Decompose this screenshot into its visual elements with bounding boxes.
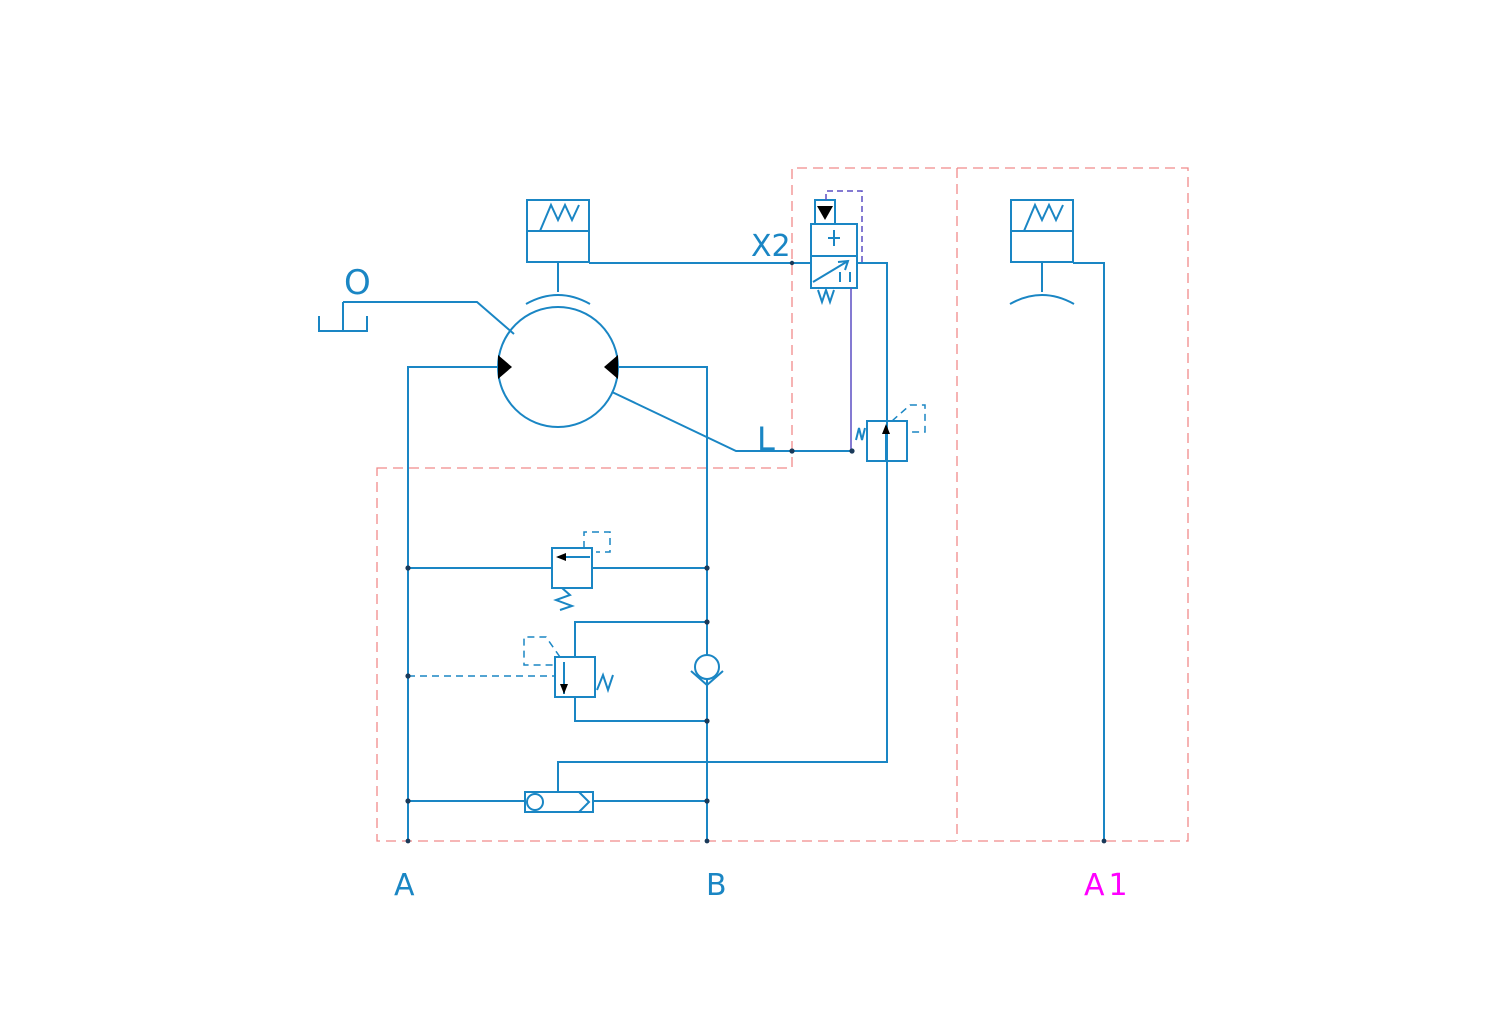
- port-b-label: B: [706, 868, 727, 903]
- motor-brake-icon: [525, 199, 591, 305]
- brake-spring-icon: [1009, 199, 1105, 841]
- leak-line: L: [611, 391, 852, 458]
- shuttle-valve-icon: [408, 791, 707, 813]
- port-a1-label: A1: [1084, 868, 1132, 903]
- main-lines: [407, 366, 708, 841]
- pressure-reducing-valve-icon: [408, 621, 707, 722]
- drain-port-label: O: [344, 263, 371, 303]
- hydraulic-motor-icon: [497, 306, 619, 428]
- assembly-frames: [376, 167, 1189, 842]
- port-a-label: A: [394, 868, 415, 903]
- pilot-line-x2: X2: [589, 229, 811, 264]
- junction-dots: [405, 260, 1107, 844]
- pilot-port-label: X2: [751, 229, 791, 264]
- drain-port: O: [318, 263, 515, 335]
- check-valve-icon: [690, 654, 724, 687]
- cross-relief-valve-icon: [408, 531, 707, 611]
- relief-valve-icon: [855, 404, 926, 462]
- solenoid-valve-icon: [557, 190, 888, 792]
- leak-port-label: L: [757, 420, 775, 458]
